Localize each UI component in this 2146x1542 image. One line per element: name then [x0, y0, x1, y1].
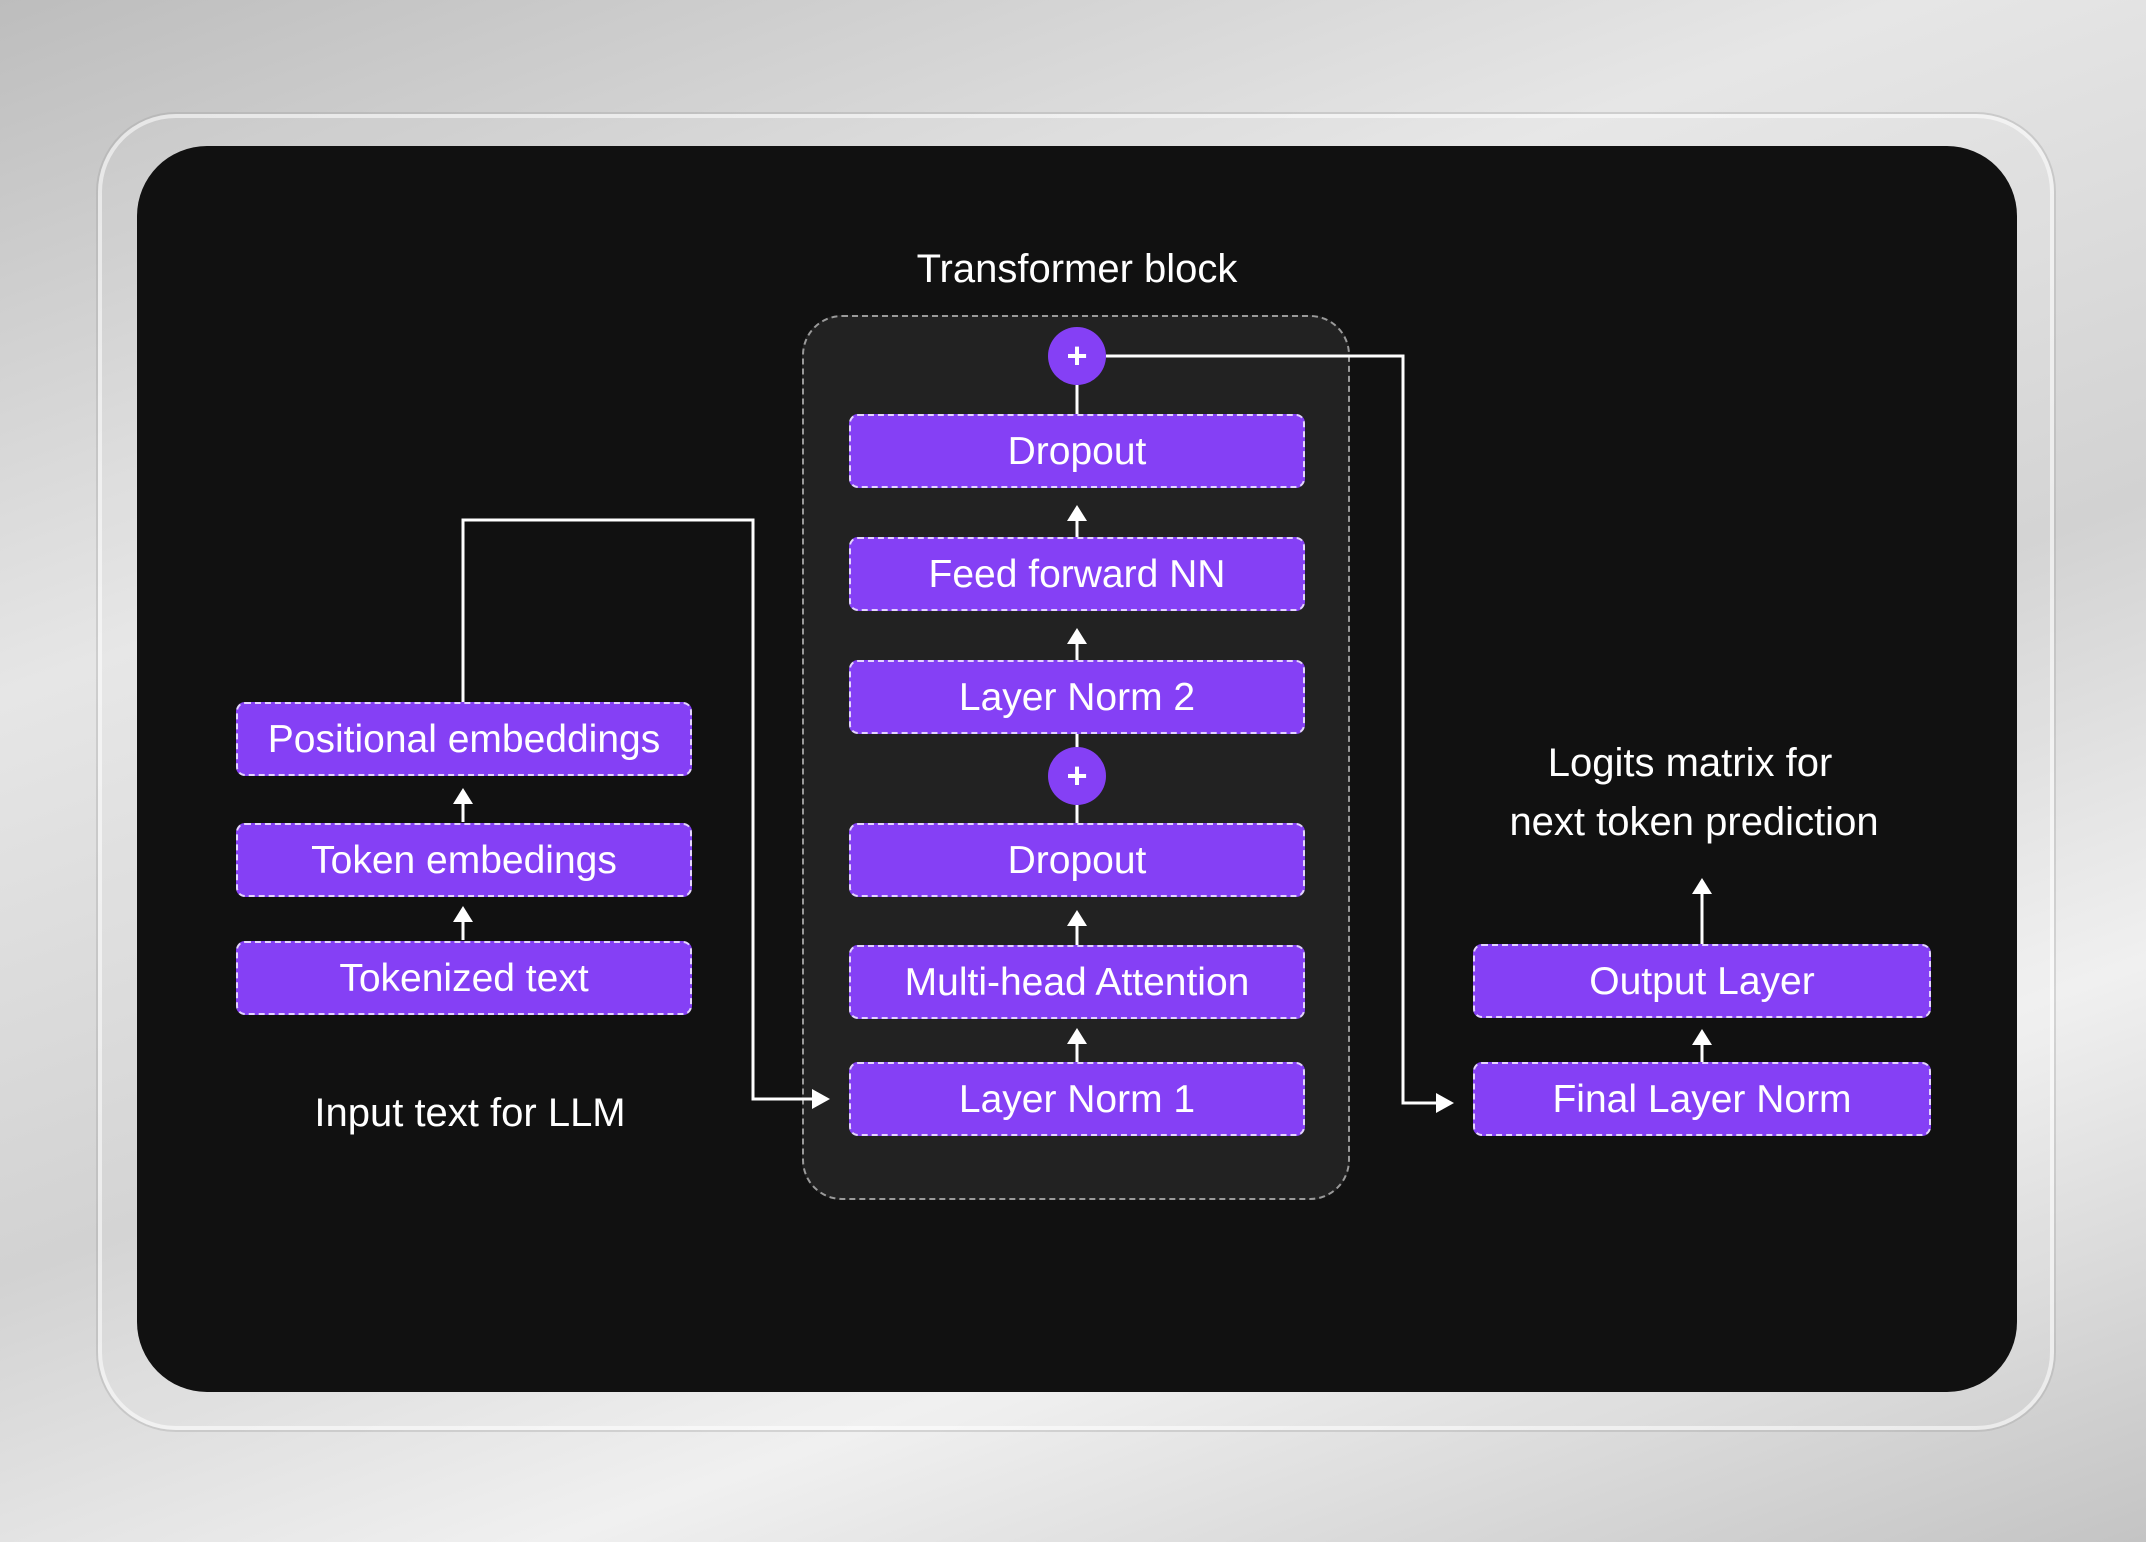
transformer-block-title: Transformer block [916, 247, 1238, 291]
output-layer-node: Output Layer [1473, 944, 1931, 1018]
output-caption-line1: Logits matrix for [1547, 741, 1833, 785]
arrow-input-to-block [461, 518, 830, 1109]
residual-add-upper-icon: + [1048, 327, 1106, 385]
tokenized-text-node: Tokenized text [236, 941, 692, 1015]
output-caption-line2: next token prediction [1509, 800, 1879, 844]
arrow-output-to-logits [1692, 878, 1712, 944]
layer-norm-1-node: Layer Norm 1 [849, 1062, 1305, 1136]
arrow-ffnn-to-dropout [1067, 505, 1087, 537]
arrow-ln1-to-attention [1067, 1028, 1087, 1062]
layer-norm-2-node: Layer Norm 2 [849, 660, 1305, 734]
token-embeddings-node: Token embedings [236, 823, 692, 897]
feed-forward-node: Feed forward NN [849, 537, 1305, 611]
input-caption: Input text for LLM [314, 1091, 626, 1135]
arrow-token-to-positional [453, 788, 473, 822]
positional-embeddings-node: Positional embeddings [236, 702, 692, 776]
dropout-lower-node: Dropout [849, 823, 1305, 897]
arrow-norm2-to-ffnn [1067, 628, 1087, 660]
residual-add-lower-icon: + [1048, 747, 1106, 805]
arrow-tokenized-to-token [453, 906, 473, 940]
arrow-block-to-final-norm [1106, 354, 1454, 1113]
arrow-attention-to-dropout [1067, 910, 1087, 945]
arrow-final-norm-to-output [1692, 1029, 1712, 1062]
final-layer-norm-node: Final Layer Norm [1473, 1062, 1931, 1136]
dropout-upper-node: Dropout [849, 414, 1305, 488]
multi-head-attention-node: Multi-head Attention [849, 945, 1305, 1019]
